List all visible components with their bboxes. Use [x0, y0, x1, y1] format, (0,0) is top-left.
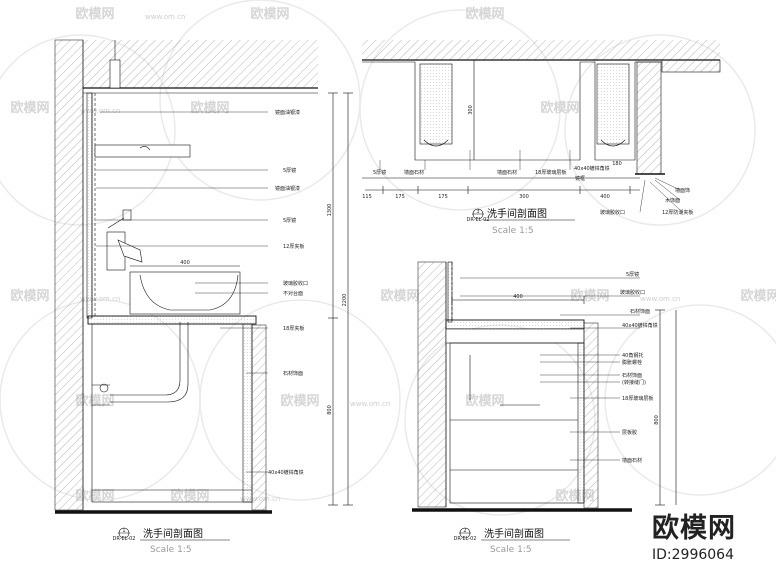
dim-seg-2: 175	[395, 194, 405, 200]
section-1-label: 12厚夹板	[283, 243, 304, 250]
watermark-text: 欧模网	[190, 100, 229, 116]
section-1-title: 洗手间剖面图	[143, 527, 203, 540]
section-3-drawing	[362, 40, 721, 213]
section-3-label: 墙面石材	[497, 169, 517, 176]
section-2-drawing	[412, 261, 677, 512]
section-3-label: 18厚玻璃层板	[535, 169, 566, 176]
dim-seg-3: 175	[438, 194, 448, 200]
section-title-3: 3 DR-EL-02 洗手间剖面图 Scale 1:5	[467, 207, 575, 236]
dim-lower-height: 800	[327, 405, 333, 415]
dim-niche-height: 300	[468, 105, 474, 115]
section-1-label: 5厚镜	[283, 217, 296, 224]
section-3-label: 5厚镜	[373, 169, 386, 176]
watermark-text: 欧模网	[280, 393, 319, 409]
section-2-label: 墙面石材	[622, 457, 642, 464]
section-2-label: 膨胀螺栓	[622, 359, 642, 366]
section-2-label: 石材饰面	[630, 308, 650, 315]
watermark-text: 欧模网	[170, 488, 209, 504]
section-1-label: 5厚镜	[283, 167, 296, 174]
section-2-label: 5厚镜	[626, 271, 639, 278]
section-title-2: 2 DR-EL-02 洗手间剖面图 Scale 1:5	[454, 527, 570, 555]
dim-soffit-height: 180	[612, 161, 622, 167]
section-2-title: 洗手间剖面图	[484, 527, 544, 540]
watermark-text: 欧模网	[250, 6, 289, 22]
section-1-label: 玻璃胶收口	[283, 280, 308, 287]
dim-seg-5: 400	[600, 194, 610, 200]
section-1-label: 40x40镀锌角铁	[268, 469, 304, 476]
section-3-scale: Scale 1:5	[492, 226, 534, 236]
watermark-text: 欧模网	[75, 6, 114, 22]
watermark-text: 欧模网	[380, 288, 419, 304]
model-id: ID:2996064	[652, 547, 734, 563]
section-1-scale: Scale 1:5	[150, 545, 192, 555]
section-1-label: 石材饰面	[283, 370, 303, 377]
watermark-text: 欧模网	[540, 100, 579, 116]
section-3-label: 40x40镀锌角铁	[574, 165, 610, 172]
dim-cabinet-width: 400	[513, 294, 523, 300]
dim-total-height: 2200	[342, 294, 348, 307]
section-1-number: 1	[122, 528, 125, 534]
section-2-scale: Scale 1:5	[490, 545, 532, 555]
watermark-url: www.om.cn	[350, 400, 390, 408]
section-title-1: 1 DR-EL-02 洗手间剖面图 Scale 1:5	[113, 527, 230, 555]
watermark-url: www.om.cn	[145, 13, 185, 21]
section-3-label: 12厚防潮夹板	[662, 209, 693, 216]
section-3-label: 墙面石材	[404, 169, 424, 176]
section-2-label: 玻璃胶收口	[620, 289, 645, 296]
annotation-labels: 镜面油银漆5厚镜镜面油银漆5厚镜12厚夹板玻璃胶收口不对台面18厚夹板石材饰面4…	[180, 105, 693, 476]
section-2-label: (转接缝门)	[622, 379, 646, 386]
watermark-text: 欧模网	[740, 288, 776, 304]
section-2-number: 2	[463, 528, 466, 534]
section-2-label: 18厚玻璃层板	[622, 395, 653, 402]
section-1-label: 18厚夹板	[283, 325, 304, 332]
watermark-text: 欧模网	[465, 6, 504, 22]
watermark-url: www.om.cn	[80, 107, 120, 115]
section-2-label: 石材饰面	[622, 372, 642, 379]
dim-basin-width: 400	[180, 260, 190, 266]
dim-cabinet-height: 800	[654, 415, 660, 425]
section-3-sheet: DR-EL-02	[467, 217, 490, 223]
section-2-label: 40x40镀锌角铁	[622, 322, 658, 329]
section-2-label: 40角钢托	[622, 352, 643, 359]
watermark-url: www.om.cn	[80, 295, 120, 303]
section-1-label: 不对台面	[283, 290, 303, 297]
section-3-label: 墙面饰	[675, 187, 690, 194]
watermark-text: 欧模网	[10, 100, 49, 116]
watermark-url: www.om.cn	[640, 295, 680, 303]
section-1-label: 镜面油银漆	[275, 109, 300, 116]
section-3-label: 镜框	[575, 175, 585, 182]
watermark-circles	[0, 0, 776, 516]
section-3-title: 洗手间剖面图	[487, 207, 547, 220]
brand-block: 欧模网 ID:2996064	[652, 506, 762, 566]
dim-upper-height: 1300	[327, 204, 333, 217]
section-2-label: 层板胶	[622, 429, 637, 436]
section-1-label: 镜面油银漆	[275, 185, 300, 192]
brand-logo: 欧模网	[652, 513, 736, 544]
section-3-number: 3	[476, 209, 479, 215]
section-1-sheet: DR-EL-02	[113, 536, 136, 542]
section-2-sheet: DR-EL-02	[454, 536, 477, 542]
section-3-label: 木饰面	[665, 197, 680, 204]
dim-seg-1: 115	[362, 194, 372, 200]
watermark-text: 欧模网	[75, 488, 114, 504]
section-1-drawing	[54, 39, 353, 514]
watermark-text: 欧模网	[465, 393, 504, 409]
dim-seg-4: 300	[519, 194, 529, 200]
section-3-label: 玻璃胶收口	[600, 209, 625, 216]
watermark-text: 欧模网	[10, 288, 49, 304]
